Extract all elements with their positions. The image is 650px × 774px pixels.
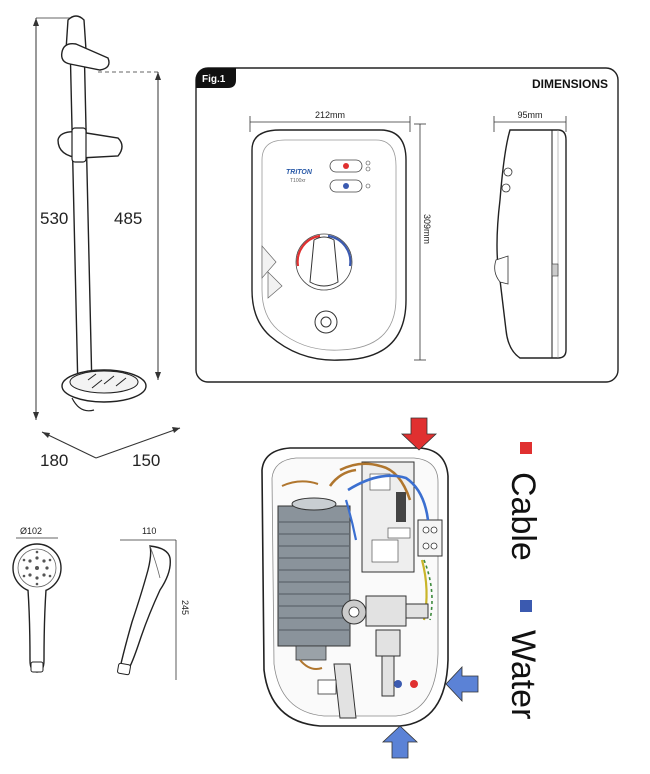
panel-brand: TRITON xyxy=(286,169,313,176)
side-view-dimension-lines xyxy=(493,116,567,132)
front-height-label: 309mm xyxy=(422,214,432,244)
shower-unit-front-view xyxy=(251,129,407,361)
handset-diameter-label: Ø102 xyxy=(20,526,42,536)
water-entry-arrow-side xyxy=(445,665,479,703)
water-legend-label: Water xyxy=(504,630,542,719)
handset-front-illustration xyxy=(12,537,62,673)
shower-unit-side-view xyxy=(494,129,567,359)
front-width-label: 212mm xyxy=(315,110,345,120)
riser-rail-illustration xyxy=(33,15,181,459)
panel-model: T100xr xyxy=(290,178,306,184)
riser-bracket-height-label: 485 xyxy=(114,209,142,228)
handset-length-label: 245 xyxy=(180,600,190,615)
figure-label-tab xyxy=(196,68,236,88)
handset-depth-label: 110 xyxy=(142,526,156,536)
handset-side-illustration xyxy=(117,539,177,680)
figure-title: DIMENSIONS xyxy=(532,77,608,91)
riser-width-label: 150 xyxy=(132,451,160,470)
internal-unit-illustration xyxy=(261,447,449,727)
water-entry-arrow-bottom xyxy=(381,725,419,759)
side-depth-label: 95mm xyxy=(517,110,542,120)
riser-depth-label: 180 xyxy=(40,451,68,470)
water-legend-swatch xyxy=(520,600,532,612)
cable-entry-arrow xyxy=(400,417,438,451)
cable-legend-label: Cable xyxy=(504,472,542,561)
front-view-dimension-lines xyxy=(249,116,426,361)
figure-label: Fig.1 xyxy=(202,74,226,85)
cable-legend-swatch xyxy=(520,442,532,454)
riser-height-label: 530 xyxy=(40,209,68,228)
